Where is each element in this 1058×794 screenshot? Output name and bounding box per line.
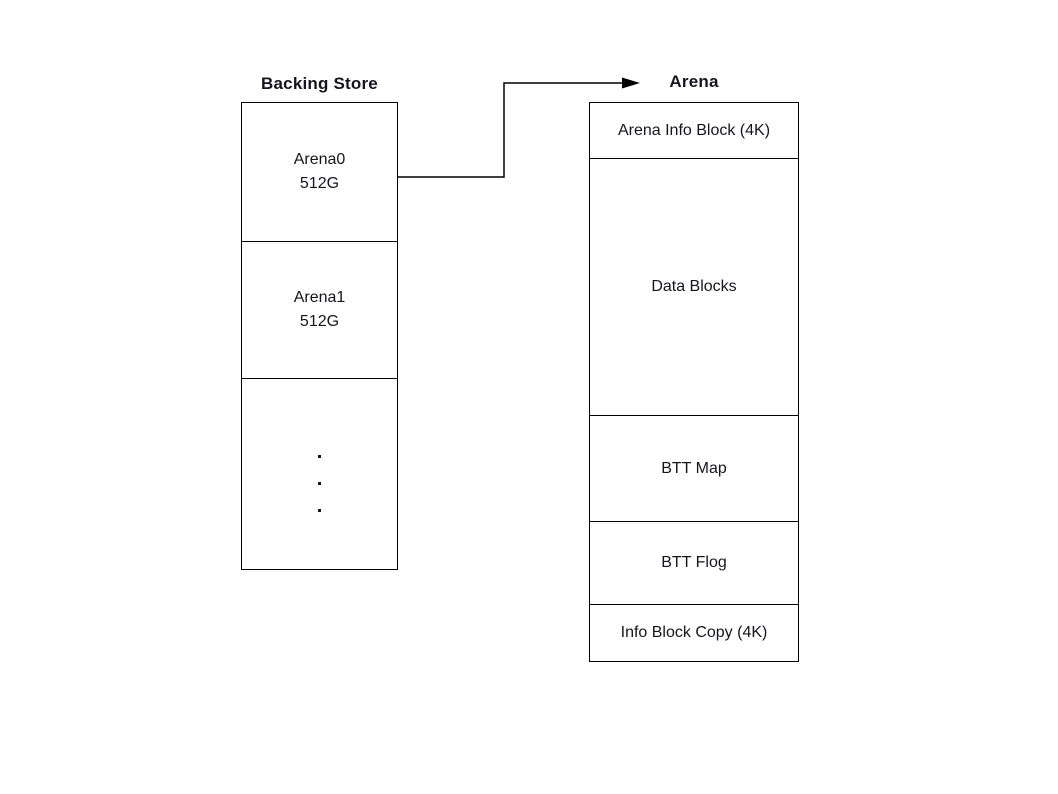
arena-section-info-block: Arena Info Block (4K) (590, 103, 798, 158)
btt-flog-label: BTT Flog (661, 554, 727, 571)
data-blocks-label: Data Blocks (651, 278, 737, 295)
arena1-size: 512G (299, 313, 340, 330)
ellipsis-dot (318, 481, 321, 485)
arena1-label: Arena1 (293, 289, 346, 306)
backing-store-section-arena0: Arena0 512G (242, 103, 397, 241)
vertical-ellipsis-icon (318, 454, 321, 512)
btt-map-label: BTT Map (661, 459, 727, 477)
backing-store-section-arena1: Arena1 512G (242, 241, 397, 378)
arena0-size: 512G (299, 175, 340, 192)
ellipsis-dot (318, 454, 321, 458)
arena-info-block-label: Arena Info Block (4K) (617, 121, 771, 139)
arena-box: Arena Info Block (4K) Data Blocks BTT Ma… (589, 102, 799, 662)
arena-title: Arena (669, 72, 719, 91)
info-block-copy-label: Info Block Copy (4K) (620, 624, 768, 641)
arena-section-data-blocks: Data Blocks (590, 158, 798, 415)
backing-store-title: Backing Store (261, 74, 378, 93)
backing-store-box: Arena0 512G Arena1 512G (241, 102, 398, 570)
arena-section-btt-map: BTT Map (590, 415, 798, 521)
arena-section-btt-flog: BTT Flog (590, 521, 798, 604)
arena0-label: Arena0 (293, 151, 346, 168)
arena-section-info-block-copy: Info Block Copy (4K) (590, 604, 798, 661)
ellipsis-dot (318, 508, 321, 512)
backing-store-section-ellipsis (242, 378, 397, 569)
